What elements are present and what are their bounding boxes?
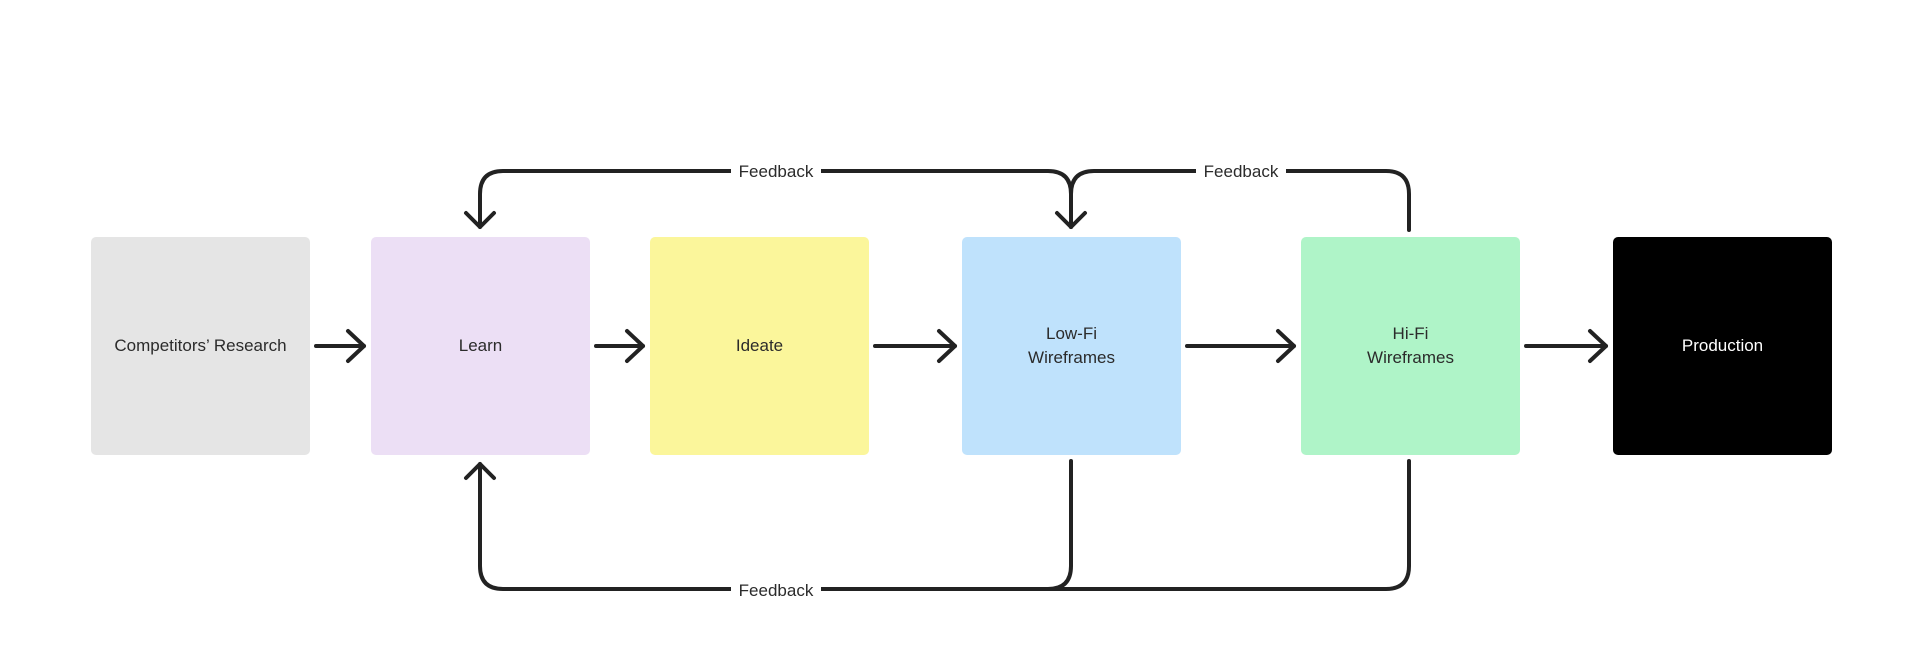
node-ideate[interactable]: Ideate [650, 237, 869, 455]
arrow-learn-to-ideate [594, 329, 645, 363]
node-label: Competitors’ Research [114, 336, 287, 355]
node-label-line-2: Wireframes [1367, 348, 1454, 367]
node-label-line-2: Wireframes [1028, 348, 1115, 367]
feedback-bottom-to-learn [464, 459, 1411, 591]
node-hifi-wireframes[interactable]: Hi-Fi Wireframes [1301, 237, 1520, 455]
node-label-line-1: Hi-Fi [1392, 324, 1429, 343]
feedback-label-top-right: Feedback [1196, 161, 1286, 183]
node-label: Production [1681, 336, 1764, 355]
feedback-label-top-left: Feedback [731, 161, 821, 183]
arrow-ideate-to-lofi [873, 329, 957, 363]
node-label-line-1: Low-Fi [1045, 324, 1097, 343]
node-competitors-research[interactable]: Competitors’ Research [91, 237, 310, 455]
node-label: Learn [458, 336, 503, 355]
arrow-research-to-learn [314, 329, 366, 363]
arrow-hifi-to-production [1524, 329, 1608, 363]
node-label: Ideate [735, 336, 784, 355]
node-production[interactable]: Production [1613, 237, 1832, 455]
node-learn[interactable]: Learn [371, 237, 590, 455]
arrow-lofi-to-hifi [1185, 329, 1296, 363]
node-lofi-wireframes[interactable]: Low-Fi Wireframes [962, 237, 1181, 455]
feedback-label-bottom: Feedback [731, 580, 821, 602]
